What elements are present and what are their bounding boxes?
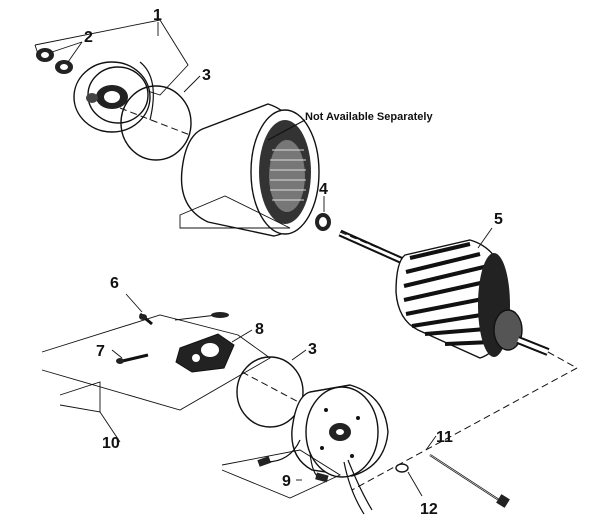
callout-4: 4 [319, 181, 328, 198]
callout-3-top: 3 [202, 67, 211, 84]
brush-lead-group-bracket [221, 439, 341, 499]
through-bolt-part [429, 454, 510, 508]
callout-9: 9 [282, 473, 291, 490]
bolt-part [116, 353, 149, 364]
brush-spring [211, 312, 229, 318]
callout-3-bottom: 3 [308, 341, 317, 358]
callout-5: 5 [494, 211, 503, 228]
small-nut-part [395, 463, 409, 473]
field-coil-housing-part [291, 384, 389, 515]
armature-part [338, 229, 550, 359]
callout-11: 11 [436, 429, 453, 446]
callout-7: 7 [96, 343, 105, 360]
brush-plate-group-bracket [41, 314, 271, 413]
nut-part [36, 48, 73, 74]
callout-6: 6 [110, 275, 119, 292]
callout-1: 1 [153, 7, 162, 24]
motor-housing-part [179, 103, 320, 237]
washer-part [315, 213, 331, 231]
o-ring-top-part [120, 85, 192, 161]
end-cap-part [73, 61, 154, 133]
callout-12: 12 [420, 501, 438, 518]
leader-lines [51, 22, 493, 497]
note-leader [267, 119, 306, 141]
screw-part [139, 312, 153, 326]
callout-8: 8 [255, 321, 264, 338]
not-available-separately-note: Not Available Separately [305, 111, 433, 123]
callout-2: 2 [84, 29, 93, 46]
o-ring-bottom-part [236, 356, 304, 428]
callout-10: 10 [102, 435, 120, 452]
brush-holder-part [175, 333, 235, 373]
